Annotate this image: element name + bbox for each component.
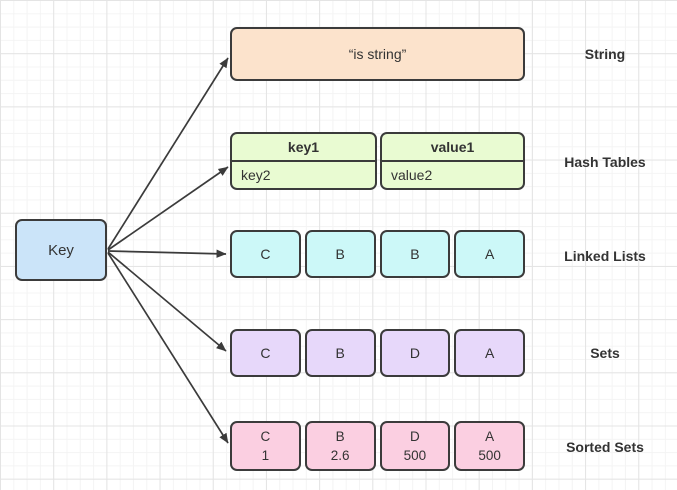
set-cell-value: D <box>409 345 420 361</box>
arrow-key-to-list <box>107 249 227 258</box>
list-cell-value: B <box>335 246 345 262</box>
arrow-key-to-sets <box>107 251 227 352</box>
label-hash-tables: Hash Tables <box>564 154 646 170</box>
hash-key-cell: key2 <box>241 167 271 183</box>
set-cell: A <box>454 329 525 377</box>
label-sets: Sets <box>590 345 620 361</box>
zset-cell: C 1 <box>230 421 301 471</box>
zset-score: 2.6 <box>330 448 350 463</box>
key-label: Key <box>48 241 74 259</box>
key-node: Key <box>15 219 107 281</box>
set-cell-value: C <box>260 345 271 361</box>
hash-value-column: value1 value2 <box>380 132 525 190</box>
string-node: “is string” <box>230 27 525 81</box>
hash-key-header: key1 <box>232 134 375 162</box>
zset-score: 1 <box>261 448 270 463</box>
zset-member: B <box>335 429 345 444</box>
hash-value-header: value1 <box>382 134 523 162</box>
arrow-key-to-string <box>107 57 229 250</box>
zset-score: 500 <box>478 448 501 463</box>
label-linked-lists: Linked Lists <box>564 248 646 264</box>
list-cell: C <box>230 230 301 278</box>
list-cell: B <box>304 230 376 278</box>
list-cell: B <box>379 230 451 278</box>
zset-cell: A 500 <box>454 421 525 471</box>
arrow-key-to-zset <box>107 252 229 444</box>
set-cell: B <box>304 329 376 377</box>
set-cell-value: B <box>335 345 345 361</box>
set-cell: D <box>379 329 451 377</box>
zset-cell: D 500 <box>379 421 451 471</box>
sets-row: C B D A <box>230 329 525 377</box>
hash-value-cell: value2 <box>391 167 433 183</box>
sorted-sets-row: C 1 B 2.6 D 500 A 500 <box>230 421 525 471</box>
zset-member: C <box>260 429 271 444</box>
label-sorted-sets: Sorted Sets <box>566 439 644 455</box>
string-value: “is string” <box>348 46 407 62</box>
arrow-key-to-hash <box>107 166 229 251</box>
list-cell-value: B <box>410 246 420 262</box>
set-cell-value: A <box>484 345 495 361</box>
zset-member: A <box>485 429 495 444</box>
zset-member: D <box>410 429 420 444</box>
set-cell: C <box>230 329 301 377</box>
label-string: String <box>584 46 626 62</box>
list-cell-value: A <box>484 246 495 262</box>
hash-key-column: key1 key2 <box>230 132 377 190</box>
list-cell-value: C <box>260 246 271 262</box>
zset-cell: B 2.6 <box>304 421 376 471</box>
list-cell: A <box>454 230 525 278</box>
zset-score: 500 <box>403 448 427 463</box>
linked-list-row: C B B A <box>230 230 525 278</box>
